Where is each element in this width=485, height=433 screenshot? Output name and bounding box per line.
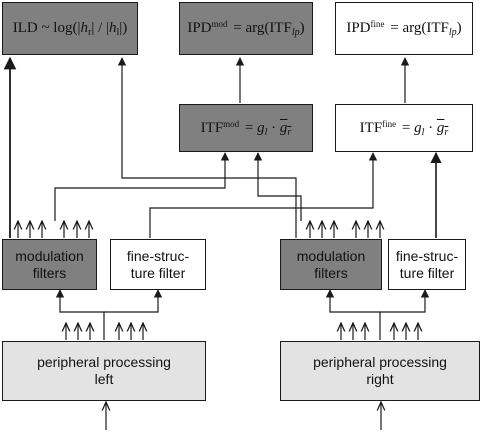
mod-right-line1: modulation [296, 247, 366, 264]
fine-left-line2: ture filter [130, 264, 186, 281]
mod-left-line1: modulation [15, 247, 84, 264]
itf-mod-label: ITFmod = gl · gr [200, 118, 292, 138]
modulation-filters-right: modulation filters [280, 239, 382, 290]
periph-left-line2: left [94, 371, 114, 387]
ipd-fine-label: IPDfine = arg(ITFlp) [346, 19, 462, 38]
fine-structure-filter-right: fine-struc- ture filter [388, 239, 466, 290]
itf-fine-box: ITFfine = gl · gr [335, 104, 473, 152]
itf-fine-label: ITFfine = gl · gr [359, 118, 449, 138]
ild-label: ILD ~ log(|hr| / |hl|) [12, 19, 128, 38]
fine-right-line2: ture filter [399, 264, 455, 281]
modulation-filters-left: modulation filters [2, 239, 97, 290]
fine-structure-filter-left: fine-struc- ture filter [110, 239, 206, 290]
peripheral-processing-left: peripheral processing left [2, 341, 206, 401]
periph-left-line1: peripheral processing [37, 354, 171, 370]
peripheral-processing-right: peripheral processing right [280, 341, 480, 401]
ild-box: ILD ~ log(|hr| / |hl|) [2, 2, 138, 55]
fine-left-line1: fine-struc- [126, 247, 190, 264]
mod-left-line2: filters [32, 264, 67, 281]
periph-right-line2: right [366, 371, 394, 387]
periph-right-line1: peripheral processing [313, 354, 447, 370]
itf-mod-box: ITFmod = gl · gr [179, 104, 313, 152]
ipd-mod-box: IPDmod = arg(ITFlp) [179, 2, 313, 55]
ipd-fine-box: IPDfine = arg(ITFlp) [335, 2, 473, 55]
ipd-mod-label: IPDmod = arg(ITFlp) [187, 19, 305, 38]
fine-right-line1: fine-struc- [395, 247, 459, 264]
mod-right-line2: filters [314, 264, 348, 281]
